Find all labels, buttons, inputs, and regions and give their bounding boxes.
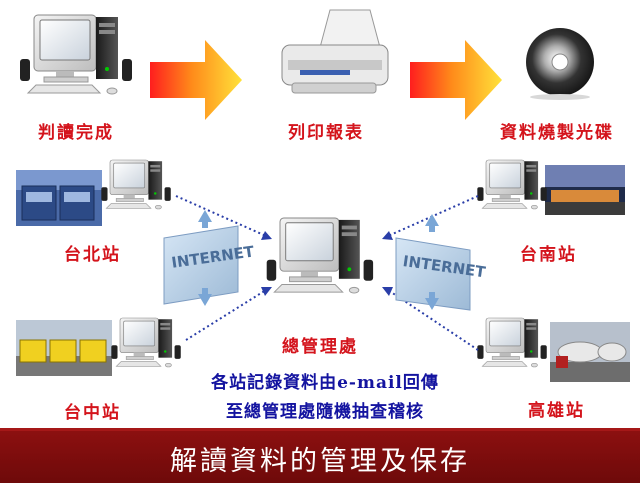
arrow-icon-2 bbox=[410, 40, 502, 120]
label-burn-cd: 資料燒製光碟 bbox=[500, 123, 614, 143]
printer-icon bbox=[281, 9, 389, 94]
computer-icon-tainan bbox=[477, 159, 548, 210]
taichung-truck-photo bbox=[16, 320, 112, 376]
kaohsiung-tanker-photo bbox=[550, 322, 630, 382]
taipei-truck-photo bbox=[16, 170, 102, 226]
label-print-report: 列印報表 bbox=[288, 123, 364, 143]
connection-arrowheads bbox=[261, 231, 393, 296]
internet-panel-right bbox=[395, 214, 471, 311]
arrow-icon-1 bbox=[150, 40, 242, 120]
headquarters-note-line2: 至總管理處隨機抽查稽核 bbox=[226, 402, 424, 422]
computer-icon-taipei bbox=[101, 159, 172, 210]
label-tainan-station: 台南站 bbox=[520, 245, 577, 265]
label-kaohsiung-station: 高雄站 bbox=[528, 401, 585, 421]
tainan-depot-photo bbox=[545, 165, 625, 215]
label-headquarters: 總管理處 bbox=[282, 337, 358, 357]
cd-disc-icon bbox=[526, 28, 594, 100]
headquarters-note-line1: 各站記錄資料由e-mail回傳 bbox=[211, 373, 439, 393]
computer-icon-headquarters bbox=[266, 217, 374, 294]
computer-icon-kaohsiung bbox=[477, 317, 548, 368]
computer-icon-taichung bbox=[111, 317, 182, 368]
title-banner: 解讀資料的管理及保存 bbox=[0, 428, 640, 483]
internet-panel-left bbox=[163, 210, 239, 306]
banner-title: 解讀資料的管理及保存 bbox=[170, 446, 470, 477]
label-taichung-station: 台中站 bbox=[64, 403, 121, 423]
label-taipei-station: 台北站 bbox=[64, 245, 121, 265]
label-judging-complete: 判讀完成 bbox=[38, 123, 114, 143]
computer-icon-top bbox=[19, 14, 133, 95]
